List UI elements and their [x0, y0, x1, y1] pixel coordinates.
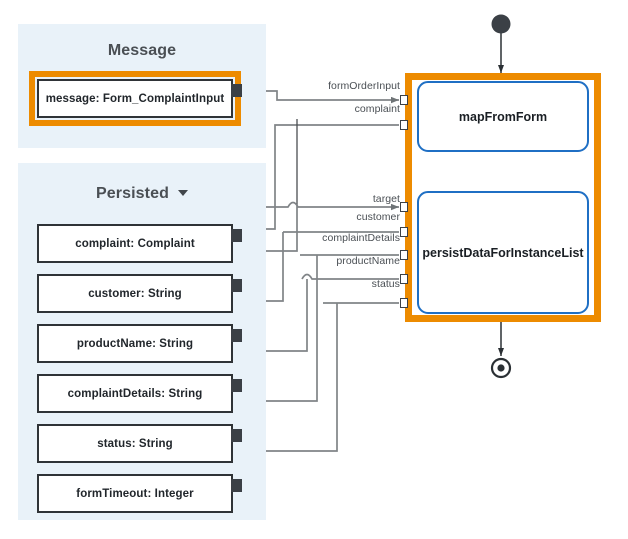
edge-label-status: status [371, 278, 400, 290]
input-port-status[interactable] [400, 298, 408, 308]
task-node-label: persistDataForInstanceList [422, 245, 584, 260]
input-port-complaint[interactable] [400, 120, 408, 130]
variable-label: complaint: Complaint [75, 237, 195, 250]
edge-label-formorderinput: formOrderInput [328, 80, 400, 92]
variable-label: productName: String [76, 337, 194, 350]
end-event-node [490, 357, 512, 379]
output-port-square[interactable] [231, 229, 242, 242]
variable-label: status: String [97, 437, 173, 450]
output-port-square[interactable] [231, 279, 242, 292]
edge-formOrderInput [245, 90, 399, 104]
output-port-square[interactable] [231, 429, 242, 442]
variable-box-status[interactable]: status: String [37, 424, 242, 463]
edge-productName [301, 273, 399, 280]
edge-out-complaintDetails [243, 255, 318, 405]
input-port-productname[interactable] [400, 274, 408, 284]
task-node-persistdataforinstancelist[interactable]: persistDataForInstanceList [417, 191, 589, 314]
variable-label: complaintDetails: String [67, 387, 203, 400]
output-port-square[interactable] [231, 329, 242, 342]
variable-box-productname[interactable]: productName: String [37, 324, 242, 363]
input-port-customer[interactable] [400, 227, 408, 237]
panel-persisted-title[interactable]: Persisted [18, 185, 266, 203]
panel-persisted-title-text: Persisted [96, 185, 169, 202]
variable-label: customer: String [88, 287, 182, 300]
variable-box-customer[interactable]: customer: String [37, 274, 242, 313]
output-port-square[interactable] [231, 479, 242, 492]
variable-label: message: Form_ComplaintInput [45, 92, 225, 105]
input-port-target[interactable] [400, 202, 408, 212]
variable-label: formTimeout: Integer [76, 487, 194, 500]
edge-target [252, 201, 399, 211]
output-port-square[interactable] [231, 379, 242, 392]
edge-label-customer: customer [356, 211, 400, 223]
input-port-complaintdetails[interactable] [400, 250, 408, 260]
edge-label-complaint: complaint [354, 103, 400, 115]
edge-label-target: target [372, 193, 400, 205]
output-port-square[interactable] [231, 84, 242, 97]
variable-box-complaintdetails[interactable]: complaintDetails: String [37, 374, 242, 413]
task-node-label: mapFromForm [458, 109, 548, 124]
task-node-mapfromform[interactable]: mapFromForm [417, 81, 589, 152]
variable-box-message[interactable]: message: Form_ComplaintInput [29, 71, 242, 126]
variable-box-complaint[interactable]: complaint: Complaint [37, 224, 242, 263]
panel-message-title: Message [107, 42, 177, 59]
variable-box-formtimeout[interactable]: formTimeout: Integer [37, 474, 242, 513]
edge-out-status [243, 303, 338, 455]
chevron-down-icon[interactable] [177, 189, 188, 196]
edge-label-productname: productName [336, 255, 400, 267]
input-port-formorderinput[interactable] [400, 95, 408, 105]
edge-label-complaintdetails: complaintDetails [322, 232, 400, 244]
start-event-node [491, 14, 511, 34]
